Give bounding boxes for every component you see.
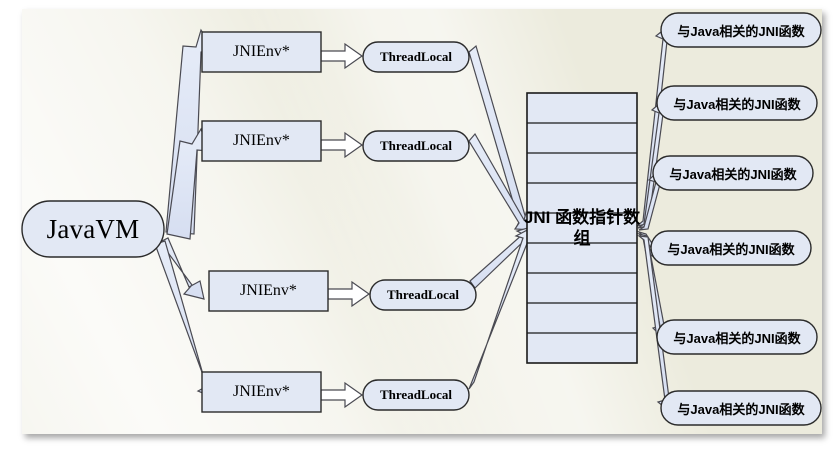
node-threadlocal-1-shape[interactable] <box>362 41 470 73</box>
arrow-threadlocal-1-to-table <box>468 44 536 230</box>
arrow-threadlocal-4-to-table <box>468 226 534 390</box>
node-jni-bubble-3-shape[interactable] <box>652 155 814 191</box>
node-jnienv-3-shape[interactable] <box>208 270 329 312</box>
node-threadlocal-4-shape[interactable] <box>362 379 470 411</box>
node-javavm-shape[interactable] <box>21 200 165 258</box>
arrow-jnienv-3-to-threadlocal-3 <box>327 280 371 308</box>
arrow-jnienv-4-to-threadlocal-4 <box>320 381 364 409</box>
arrow-jnienv-2-to-threadlocal-2 <box>320 131 364 159</box>
node-threadlocal-2-shape[interactable] <box>362 130 470 162</box>
node-jnienv-4-shape[interactable] <box>201 371 322 413</box>
node-jni-bubble-5-shape[interactable] <box>656 319 818 355</box>
arrow-jnienv-1-to-threadlocal-1 <box>320 42 364 70</box>
node-jni-bubble-2-shape[interactable] <box>656 85 818 121</box>
node-threadlocal-3-shape[interactable] <box>369 279 477 311</box>
node-jnienv-1-shape[interactable] <box>201 31 322 73</box>
node-jni-bubble-6-shape[interactable] <box>660 390 822 426</box>
node-jni-function-table-shape[interactable] <box>526 92 638 364</box>
node-jni-bubble-1-shape[interactable] <box>660 12 822 48</box>
node-jnienv-2-shape[interactable] <box>201 120 322 162</box>
node-jni-bubble-4-shape[interactable] <box>650 230 812 266</box>
